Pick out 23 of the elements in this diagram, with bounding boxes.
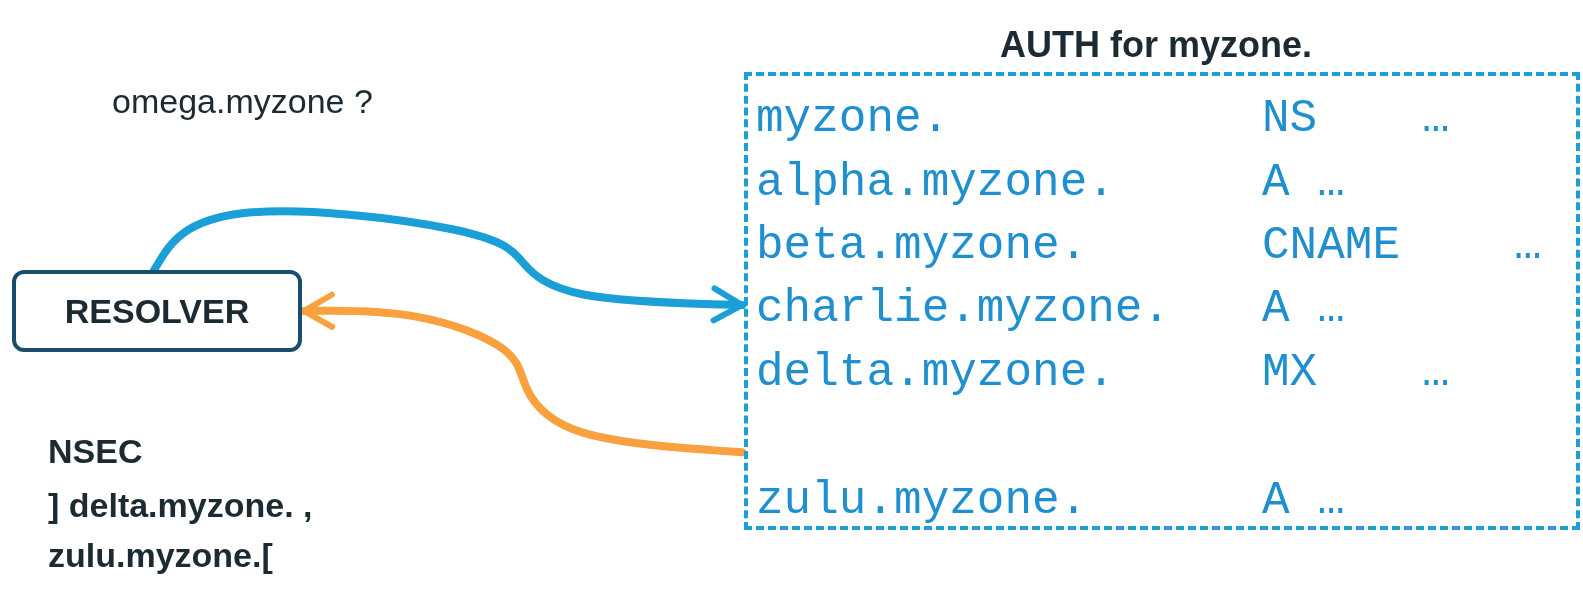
panel-heading: AUTH for myzone.: [999, 24, 1313, 66]
query-text: omega.myzone ?: [112, 82, 373, 121]
record-name: beta.myzone.: [756, 223, 1088, 269]
record-data: …: [1514, 223, 1542, 269]
record-name: zulu.myzone.: [756, 478, 1088, 524]
record-name: delta.myzone.: [756, 350, 1115, 396]
record-name: myzone.: [756, 96, 950, 142]
arrow: [150, 207, 746, 324]
resolver-box: [12, 270, 302, 352]
record-data: …: [1422, 350, 1450, 396]
record-name: charlie.myzone.: [756, 286, 1171, 332]
record-type: A …: [1262, 160, 1345, 206]
arrow: [300, 291, 746, 457]
record-type: CNAME: [1262, 223, 1401, 269]
record-data: …: [1422, 96, 1450, 142]
record-text: ] delta.myzone. , zulu.myzone.[: [48, 485, 314, 576]
record-type: NS: [1262, 96, 1318, 142]
record-heading: NSEC: [48, 432, 143, 471]
record-type: A …: [1262, 478, 1345, 524]
node-label: RESOLVER: [64, 291, 250, 331]
record-type: MX: [1262, 350, 1318, 396]
record-type: A …: [1262, 286, 1345, 332]
record-name: alpha.myzone.: [756, 160, 1115, 206]
